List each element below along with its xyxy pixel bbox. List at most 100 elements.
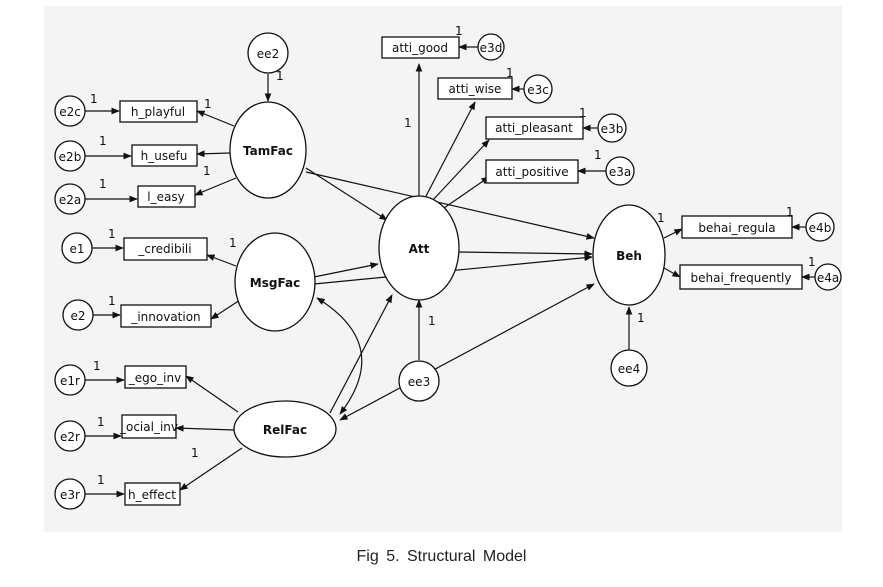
svg-text:ee3: ee3 xyxy=(408,375,430,389)
path-relfac-ego-inv xyxy=(185,375,239,413)
latent-att: Att xyxy=(378,195,460,301)
latent-label: Beh xyxy=(616,249,642,263)
svg-text:e2r: e2r xyxy=(60,430,80,444)
path-weight: 1 xyxy=(108,294,116,308)
path-weight: 1 xyxy=(90,92,98,106)
svg-text:l_easy: l_easy xyxy=(147,190,184,204)
covariance-relfac-beh xyxy=(339,283,595,421)
path-weight: 1 xyxy=(657,211,665,225)
path-weight: 1 xyxy=(594,148,602,162)
indicator-behai-frequently: behai_frequently xyxy=(679,264,803,290)
svg-text:e1: e1 xyxy=(69,242,84,256)
svg-text:h_effect: h_effect xyxy=(128,488,176,502)
disturbance-ee3: ee3 xyxy=(398,360,440,402)
path-weight: 1 xyxy=(191,446,199,460)
structural-model-diagram: TamFac MsgFac RelFac Att Beh xyxy=(54,24,842,510)
path-beh-behai-frequently xyxy=(663,267,681,278)
path-msgfac-credibili xyxy=(206,254,237,267)
svg-text:e3a: e3a xyxy=(609,165,631,179)
svg-text:_ego_inv: _ego_inv xyxy=(128,371,181,385)
path-weight: 1 xyxy=(404,116,412,130)
error-e4b: e4b xyxy=(805,212,835,242)
svg-text:e2: e2 xyxy=(70,309,85,323)
indicator-h-playful: h_playful xyxy=(119,100,198,123)
svg-text:atti_pleasant: atti_pleasant xyxy=(495,121,573,135)
indicator-atti-pleasant: atti_pleasant xyxy=(485,116,584,140)
path-beh-behai-regula xyxy=(663,228,683,239)
svg-text:e3c: e3c xyxy=(527,83,549,97)
svg-text:h_usefu: h_usefu xyxy=(141,149,188,163)
svg-text:e4a: e4a xyxy=(817,271,839,285)
path-att-atti-wise xyxy=(424,101,476,199)
indicator-innovation: _innovation xyxy=(120,304,212,328)
svg-text:e2c: e2c xyxy=(59,105,81,119)
path-weight: 1 xyxy=(99,134,107,148)
error-e2: e2 xyxy=(62,299,94,331)
error-e3r: e3r xyxy=(54,478,86,510)
latent-label: TamFac xyxy=(243,144,293,158)
error-e3a: e3a xyxy=(605,156,635,186)
path-weight: 1 xyxy=(637,311,645,325)
indicator-behai-regula: behai_regula xyxy=(681,215,793,239)
error-e3d: e3d xyxy=(477,33,505,61)
path-weight: 1 xyxy=(99,177,107,191)
svg-text:ee2: ee2 xyxy=(257,47,279,61)
path-weight: 1 xyxy=(428,314,436,328)
svg-text:ee4: ee4 xyxy=(618,362,640,376)
svg-text:e2b: e2b xyxy=(59,150,82,164)
measurement-errors: e2c e2b e2a e1 e2 e1r e2r e3r e3d e3c e3… xyxy=(54,33,842,510)
indicator-effect: h_effect xyxy=(124,482,181,506)
svg-text:_credibili: _credibili xyxy=(137,242,191,256)
svg-text:e2a: e2a xyxy=(59,193,81,207)
path-att-beh xyxy=(457,250,593,258)
covariance-relfac-msgfac xyxy=(316,297,363,415)
indicator-atti-good: atti_good xyxy=(381,36,460,59)
path-weight: 1 xyxy=(204,97,212,111)
indicator-credibili: _credibili xyxy=(123,237,208,261)
path-weight-labels: 1 1 1 1 1 1 1 1 1 1 1 1 1 1 1 1 1 1 1 1 … xyxy=(90,24,816,487)
path-weight: 1 xyxy=(97,473,105,487)
path-weight: 1 xyxy=(97,415,105,429)
disturbance-terms: ee2 ee3 ee4 xyxy=(247,32,648,402)
error-e2a: e2a xyxy=(54,183,86,215)
svg-text:atti_positive: atti_positive xyxy=(495,165,568,179)
path-tamfac-h-playful xyxy=(196,110,235,127)
svg-text:atti_good: atti_good xyxy=(392,41,448,55)
svg-text:e4b: e4b xyxy=(809,221,832,235)
figure-caption: Fig 5. Structural Model xyxy=(356,548,527,565)
path-weight: 1 xyxy=(808,255,816,269)
svg-text:_ocial_inv: _ocial_inv xyxy=(119,420,178,434)
indicator-social-inv: _ocial_inv xyxy=(119,414,178,439)
svg-text:e3r: e3r xyxy=(60,488,80,502)
indicator-ego-inv: _ego_inv xyxy=(124,365,187,389)
error-e2c: e2c xyxy=(54,95,86,127)
path-weight: 1 xyxy=(455,24,463,38)
latent-msgfac: MsgFac xyxy=(234,232,316,332)
error-e1: e1 xyxy=(61,232,93,264)
svg-text:h_playful: h_playful xyxy=(131,105,185,119)
path-weight: 1 xyxy=(93,359,101,373)
svg-text:behai_regula: behai_regula xyxy=(698,221,775,235)
svg-text:_innovation: _innovation xyxy=(130,310,200,324)
latent-label: MsgFac xyxy=(250,276,300,290)
svg-text:atti_wise: atti_wise xyxy=(449,82,502,96)
path-tamfac-l-easy xyxy=(194,177,237,196)
latent-label: RelFac xyxy=(263,423,307,437)
latent-beh: Beh xyxy=(592,204,666,306)
svg-text:e3d: e3d xyxy=(480,41,503,55)
path-weight: 1 xyxy=(579,106,587,120)
error-e3b: e3b xyxy=(597,113,627,143)
svg-text:e3b: e3b xyxy=(601,122,624,136)
error-paths xyxy=(85,43,815,498)
path-weight: 1 xyxy=(786,205,794,219)
error-e1r: e1r xyxy=(54,364,86,396)
path-relfac-effect xyxy=(179,447,243,491)
path-weight: 1 xyxy=(506,66,514,80)
path-att-atti-positive xyxy=(443,176,490,209)
path-att-atti-pleasant xyxy=(431,139,490,202)
measurement-paths xyxy=(175,63,683,491)
svg-text:behai_frequently: behai_frequently xyxy=(691,271,792,285)
indicator-atti-positive: atti_positive xyxy=(485,159,579,184)
path-relfac-social-inv xyxy=(175,424,235,432)
